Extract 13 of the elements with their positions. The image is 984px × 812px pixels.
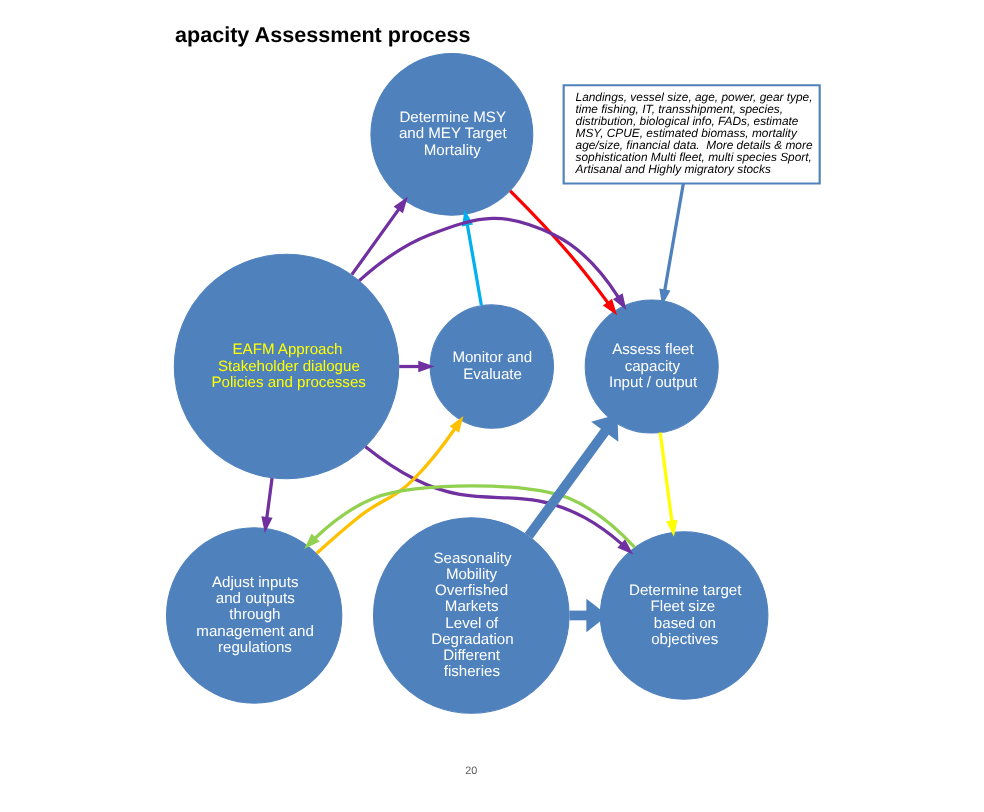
- arrow: [349, 196, 407, 276]
- arrow: [398, 360, 434, 373]
- arrow: [508, 189, 617, 316]
- arrow: [314, 416, 463, 555]
- arrow: [657, 432, 677, 537]
- arrow: [568, 598, 607, 633]
- arrow: [303, 484, 635, 549]
- diagram-title: apacity Assessment process: [173, 23, 470, 48]
- arrow: [658, 183, 684, 306]
- arrow: [523, 414, 618, 539]
- arrow: [363, 445, 633, 555]
- arrow: [260, 477, 273, 533]
- arrow: [357, 216, 626, 311]
